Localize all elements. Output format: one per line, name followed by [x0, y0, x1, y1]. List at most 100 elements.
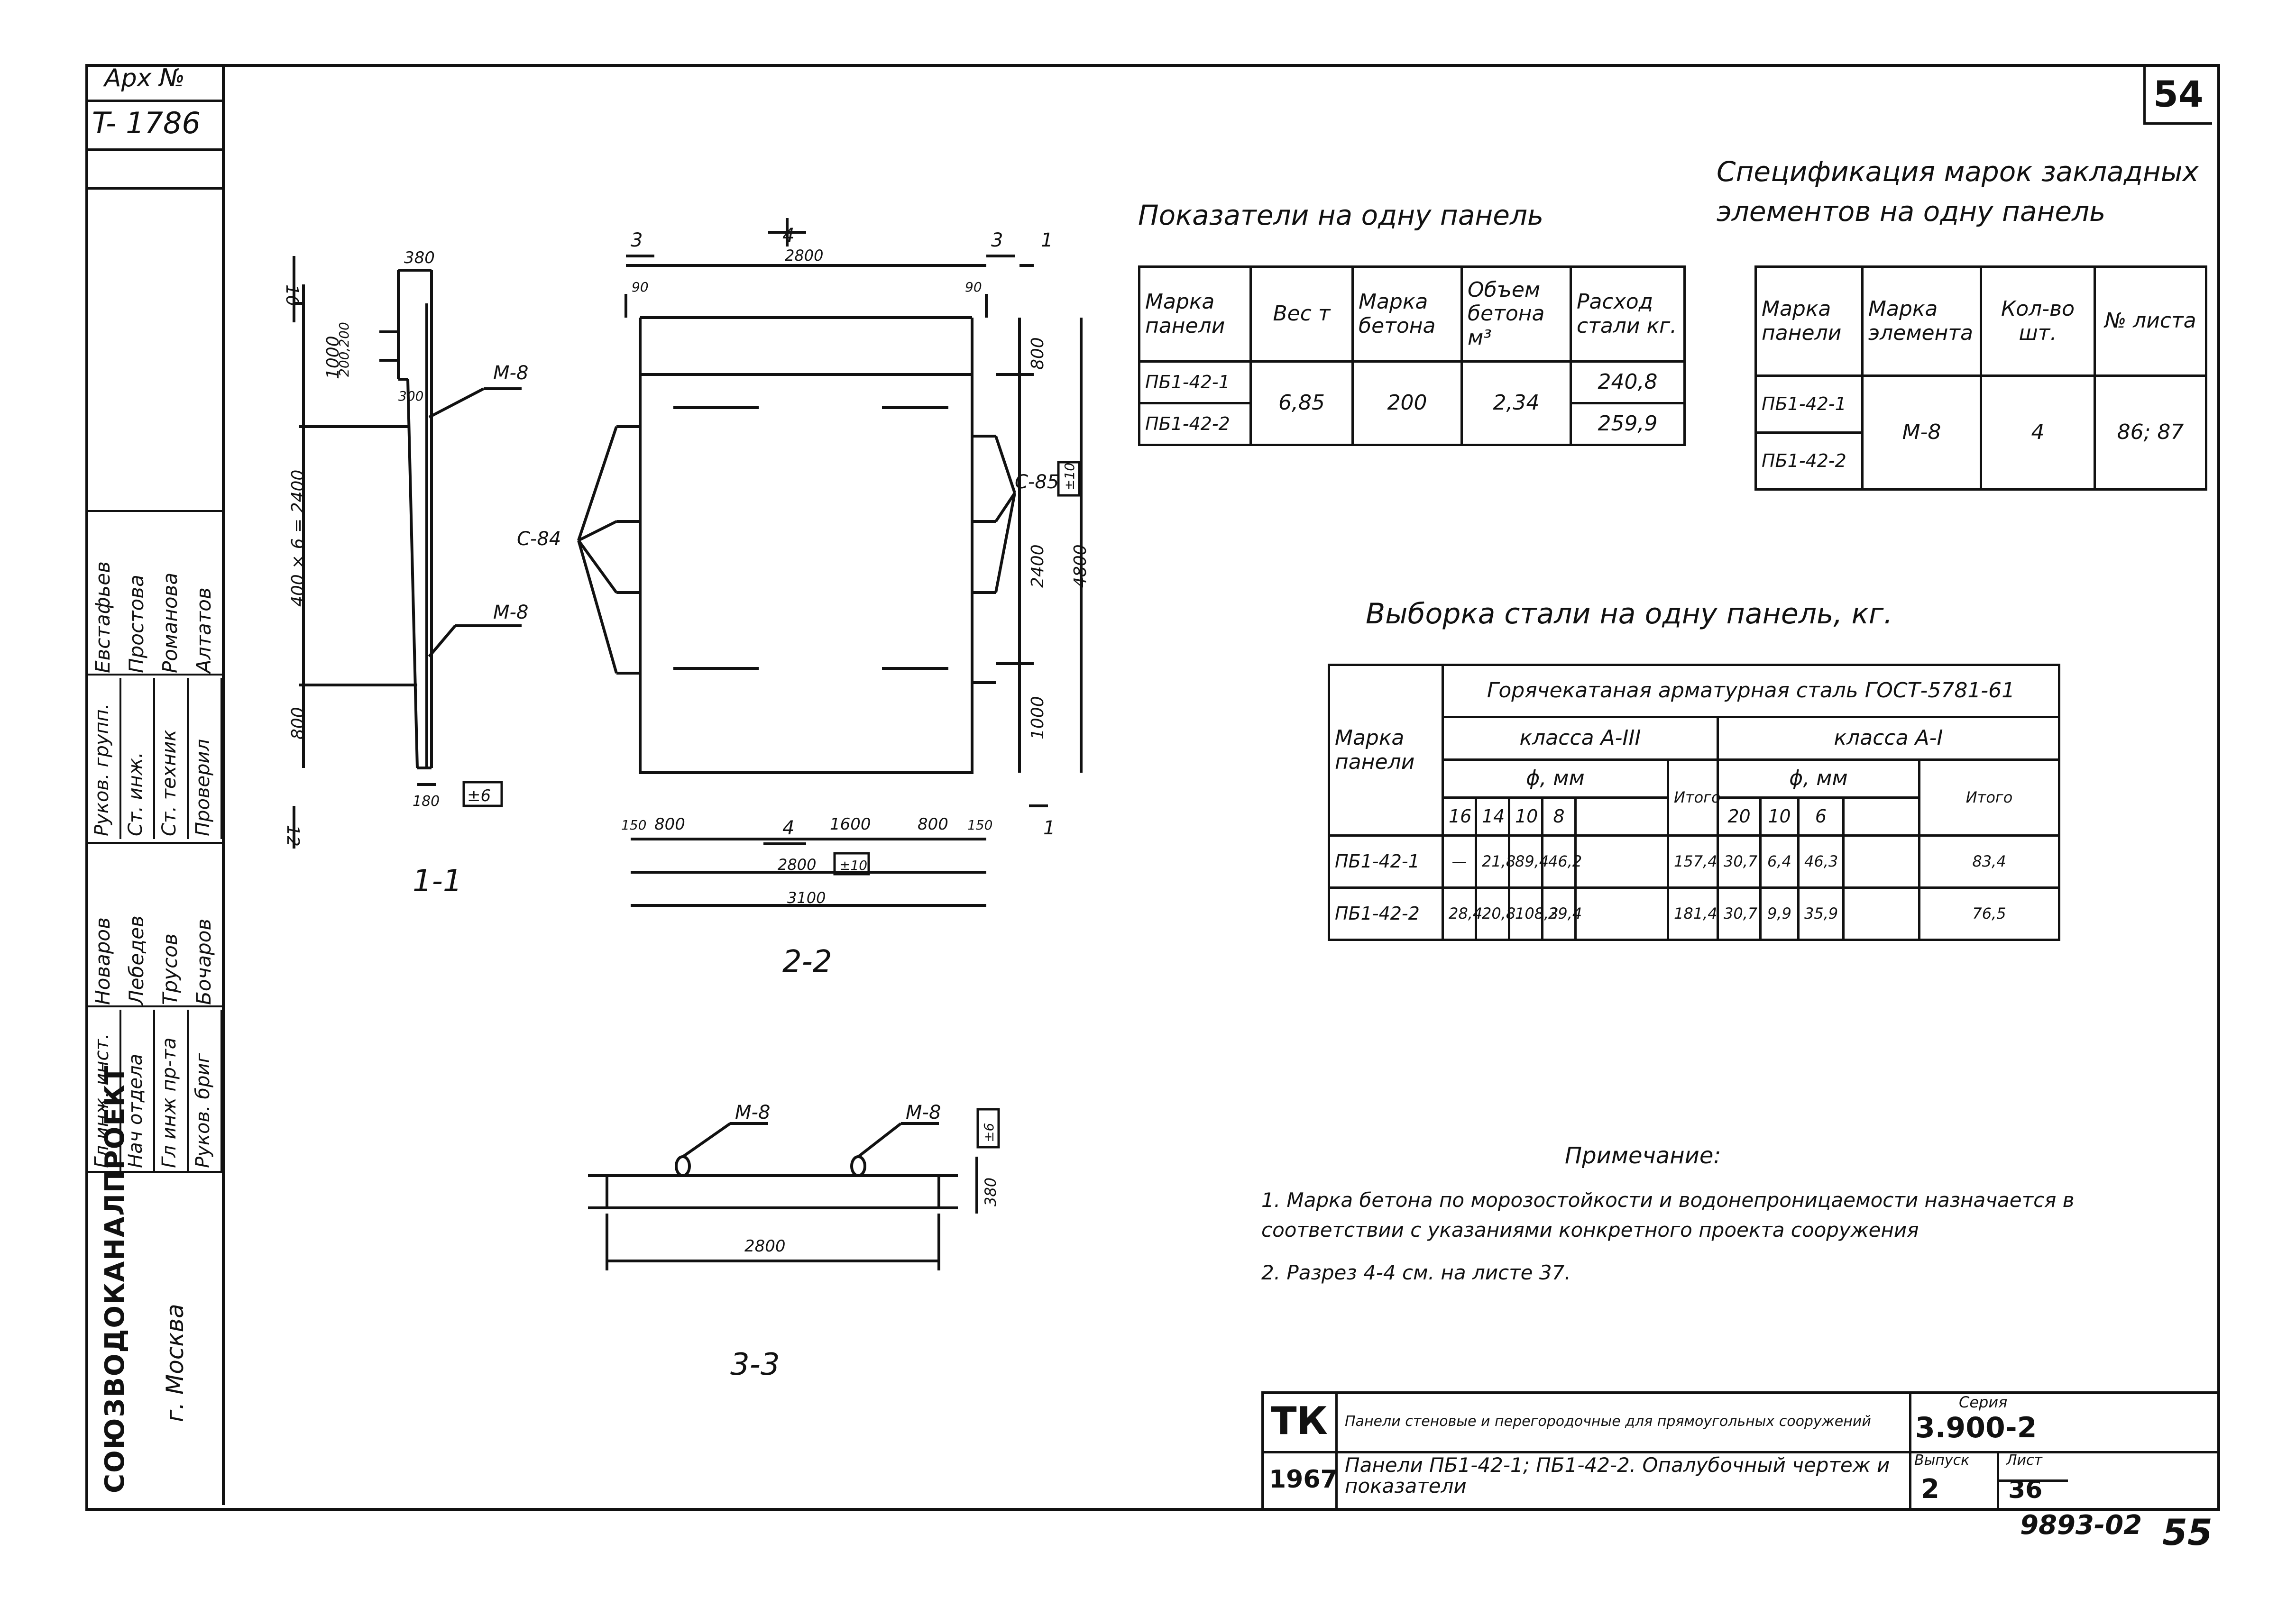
left-stamp-column [85, 64, 225, 1505]
v22-label-right: С-85 [1015, 471, 1059, 493]
steel-r1-a1-1: 6,4 [1759, 834, 1800, 889]
tb-issue-label: Выпуск [1914, 1452, 1970, 1469]
v33-label-right: М-8 [906, 1102, 941, 1123]
title-block: ТК 1967 Панели стеновые и перегородочные… [1261, 1391, 2217, 1508]
archive-line-2 [85, 148, 222, 151]
v22-mark-3-right: 3 [991, 229, 1003, 251]
note-item-1: 1. Марка бетона по морозостойкости и вод… [1261, 1188, 2075, 1242]
table-row: ПБ1-42-2 [1754, 431, 2206, 491]
v11-dim-inset: 200,200 [336, 322, 352, 377]
v11-title: 1-1 [413, 864, 462, 899]
ind-h-steel: Расход стали кг. [1570, 265, 1686, 363]
v22-mark-3-left: 3 [631, 229, 643, 251]
v22-dim-b1: 150 [621, 817, 646, 833]
steel-d-a3-2: 10 [1508, 796, 1543, 837]
sheet-number-top-box: 54 [2143, 66, 2212, 125]
ind-steel-2: 259,9 [1570, 402, 1686, 446]
steel-d-a1-1: 10 [1759, 796, 1800, 837]
spec-h-mark: Марка панели [1754, 265, 1864, 377]
steel-r2-a3-4 [1574, 886, 1669, 941]
spec-h-element: Марка элемента [1861, 265, 1982, 377]
ind-h-weight: Вес т [1249, 265, 1354, 363]
steel-h-diam-a1: ϕ, мм [1717, 758, 1920, 799]
v22-dim-h-mid: 2400 [1028, 544, 1047, 588]
steel-r1-a3-4 [1574, 834, 1669, 889]
steel-r1-t1: 83,4 [1918, 834, 2061, 889]
steel-r1-t3: 157,4 [1667, 834, 1719, 889]
steel-r1-a3-1: 21,8 [1475, 834, 1515, 889]
steel-r2-t1: 76,5 [1918, 886, 2061, 941]
spec-h-qty: Кол-во шт. [1980, 265, 2096, 377]
v11-tolerance: ±6 [467, 786, 491, 805]
steel-r2-a3-1: 20,8 [1475, 886, 1515, 941]
spec-element: М-8 [1861, 374, 1982, 491]
v11-dim-step: 300 [398, 388, 423, 404]
sheet-frame [85, 64, 2220, 1511]
steel-r2-a1-2: 35,9 [1797, 886, 1845, 941]
indicators-table: Марка панели Вес т Марка бетона Объем бе… [1138, 265, 1686, 446]
steel-r1-a3-0: — [1442, 834, 1477, 889]
tb-tk: ТК [1271, 1399, 1328, 1443]
table-row: ПБ1-42-1 М-8 4 86; 87 [1754, 374, 2207, 491]
view-2-2-geometry [577, 218, 1083, 907]
steel-mark-1: ПБ1-42-1 [1328, 834, 1444, 889]
v33-dim-width: 2800 [744, 1237, 786, 1256]
v22-dim-h-bot: 1000 [1028, 696, 1047, 740]
steel-d-a1-2: 6 [1797, 796, 1845, 837]
tb-desc: Панели стеновые и перегородочные для пря… [1345, 1413, 1871, 1430]
spec-header-row: Марка панели Марка элемента Кол-во шт. №… [1754, 265, 2207, 377]
steel-h-a3: класса А-III [1442, 716, 1719, 761]
v22-tol-h-box [1057, 461, 1081, 497]
v22-dim-edge-r: 90 [965, 279, 982, 295]
v11-mark-top: 10 [282, 284, 302, 306]
steel-d-a1-0: 20 [1717, 796, 1762, 837]
ind-h-mark: Марка панели [1138, 265, 1252, 363]
org-divider [85, 1171, 223, 1173]
v33-title: 3-3 [730, 1347, 780, 1382]
steel-title: Выборка стали на одну панель, кг. [1366, 597, 1893, 630]
v22-title: 2-2 [782, 944, 832, 979]
v11-dim-top-width: 380 [404, 248, 435, 267]
v22-dim-b-total: 3100 [787, 889, 826, 907]
ind-weight: 6,85 [1249, 360, 1354, 446]
v22-dim-b4: 800 [918, 815, 948, 834]
v33-tol-box [976, 1108, 1000, 1149]
v11-element-bottom: М-8 [493, 602, 528, 623]
steel-r2-a3-3: 29,4 [1541, 886, 1582, 941]
steel-r1-a3-2: 89,4 [1508, 834, 1549, 889]
ind-h-concrete: Марка бетона [1351, 265, 1463, 363]
spec-table: Марка панели Марка элемента Кол-во шт. №… [1754, 265, 2207, 491]
archive-label: Арх № [104, 64, 185, 92]
spec-title-text: Спецификация марок закладных элементов н… [1717, 155, 2199, 228]
spec-sheet: 86; 87 [2094, 374, 2207, 491]
v22-dim-h-top: 800 [1028, 337, 1047, 370]
steel-r1-a1-2: 46,3 [1797, 834, 1845, 889]
steel-h-total-a1: Итого [1918, 758, 2061, 837]
tb-sheet-underline [1997, 1479, 2068, 1482]
v11-dim-bottom: 800 [288, 707, 308, 740]
v33-label-left: М-8 [735, 1102, 770, 1123]
indicators-title: Показатели на одну панель [1138, 199, 1544, 231]
ind-volume: 2,34 [1460, 360, 1572, 446]
steel-d-a1-3 [1842, 796, 1920, 837]
note-item-2: 2. Разрез 4-4 см. на листе 37. [1261, 1261, 1571, 1284]
steel-r2-t3: 181,4 [1667, 886, 1719, 941]
steel-d-a3-0: 16 [1442, 796, 1477, 837]
tb-series: 3.900-2 [1915, 1411, 2037, 1444]
v22-dim-b5: 150 [967, 817, 992, 833]
steel-r1-a1-0: 30,7 [1717, 834, 1762, 889]
steel-r2-a3-0: 28,4 [1442, 886, 1482, 941]
v22-tol-h: ±10 [1062, 463, 1077, 491]
view-3-3-geometry [588, 1122, 978, 1270]
spec-qty: 4 [1980, 374, 2096, 491]
steel-header-diam: ϕ, мм Итого ϕ, мм Итого [1329, 758, 2061, 837]
tb-year-cell: 1967 [1264, 1451, 1338, 1508]
ind-concrete: 200 [1351, 360, 1463, 446]
v22-mark-1-top: 1 [1041, 229, 1053, 251]
v33-tol: ±6 [981, 1123, 997, 1142]
steel-r2-a1-3 [1842, 886, 1920, 941]
sheet-number-top: 54 [2153, 73, 2204, 115]
archive-box: Арх № T- 1786 [85, 64, 222, 190]
steel-h-diam-a3: ϕ, мм [1442, 758, 1669, 799]
v11-dim-base: 180 [413, 793, 440, 810]
